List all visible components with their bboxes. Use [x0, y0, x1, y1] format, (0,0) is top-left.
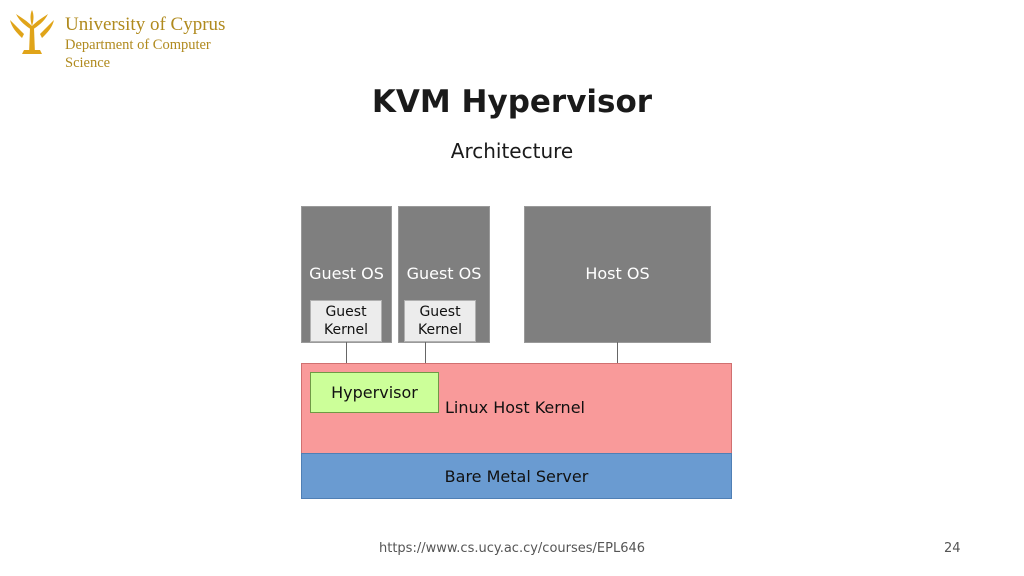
guest-os-label-2: Guest OS	[406, 264, 482, 283]
bare-metal-server-box: Bare Metal Server	[301, 453, 732, 499]
guest-kernel-box-1: Guest Kernel	[310, 300, 382, 342]
slide-title: KVM Hypervisor	[371, 84, 653, 120]
connector-line-guest-2	[425, 342, 426, 372]
guest-kernel-2-line-2: Kernel	[418, 322, 462, 338]
slide-subtitle: Architecture	[450, 139, 574, 163]
guest-kernel-2-line-1: Guest	[419, 304, 461, 320]
university-header: University of Cyprus Department of Compu…	[65, 14, 225, 72]
department-line-2: Science	[65, 55, 111, 71]
university-name: University of Cyprus	[65, 14, 226, 35]
host-os-label: Host OS	[585, 264, 650, 283]
university-logo-icon	[10, 10, 54, 54]
connector-line-guest-1	[346, 342, 347, 372]
guest-os-label-1: Guest OS	[309, 264, 384, 283]
guest-kernel-box-2: Guest Kernel	[404, 300, 476, 342]
connector-line-host	[617, 342, 618, 364]
hypervisor-box: Hypervisor	[310, 372, 439, 413]
host-os-box: Host OS	[524, 206, 711, 343]
guest-kernel-1-line-2: Kernel	[324, 322, 368, 338]
linux-host-kernel-label: Linux Host Kernel	[445, 398, 585, 417]
page-number: 24	[944, 541, 961, 556]
footer-url: https://www.cs.ucy.ac.cy/courses/EPL646	[378, 541, 646, 556]
guest-kernel-1-line-1: Guest	[325, 304, 367, 320]
department-line-1: Department of Computer	[65, 37, 211, 53]
